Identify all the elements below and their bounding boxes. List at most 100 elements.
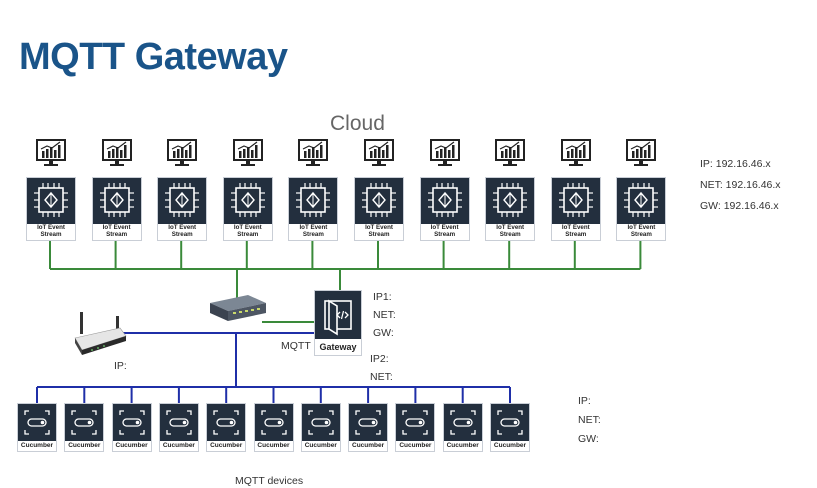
gateway-net2-label: NET:	[370, 371, 393, 383]
mqtt-device-node[interactable]: Cucumber	[490, 403, 530, 452]
sensor-icon	[254, 404, 293, 441]
network-switch-icon	[210, 295, 266, 321]
sensor-icon	[112, 404, 151, 441]
monitor-chart-icon	[560, 139, 591, 167]
monitor-chart-icon	[495, 139, 526, 167]
cloud-ip-label: IP: 192.16.46.x	[700, 158, 771, 170]
caption-line-2: Stream	[171, 231, 193, 238]
gateway-net1-label: NET:	[373, 309, 396, 321]
monitor-chart-icon	[167, 139, 198, 167]
device-caption: Cucumber	[493, 442, 527, 449]
device-caption: Cucumber	[68, 442, 101, 449]
gateway-ip1-label: IP1:	[373, 291, 392, 303]
device-caption: Cucumber	[162, 442, 195, 449]
mqtt-device-node[interactable]: Cucumber	[348, 403, 389, 452]
caption-line-1: IoT Event	[102, 224, 131, 231]
gateway-port2-info: IP2: NET:	[370, 350, 393, 386]
device-gw-label: GW:	[578, 433, 599, 445]
device-caption: Cucumber	[20, 442, 54, 449]
sensor-icon	[301, 404, 340, 441]
monitor-chart-icon	[232, 139, 263, 167]
mqtt-device-node[interactable]: Cucumber	[253, 403, 294, 452]
page-title: MQTT Gateway	[19, 36, 288, 78]
caption-line-2: Stream	[368, 231, 390, 238]
sensor-icon	[159, 404, 198, 441]
cloud-gw-label: GW: 192.16.46.x	[700, 200, 779, 212]
monitor-chart-icon	[298, 139, 329, 167]
mqtt-device-node[interactable]: Cucumber	[206, 403, 247, 452]
monitor-chart-icon	[626, 139, 657, 167]
sensor-icon	[491, 404, 529, 441]
mqtt-device-node[interactable]: Cucumber	[442, 403, 483, 452]
mqtt-device-node[interactable]: Cucumber	[300, 403, 341, 452]
iot-chip-icon	[92, 178, 141, 224]
sensor-icon	[396, 404, 435, 441]
router-ip-label: IP:	[114, 360, 127, 372]
sensor-icon	[207, 404, 246, 441]
device-caption: Cucumber	[399, 442, 432, 449]
caption-line-2: Stream	[630, 231, 652, 238]
cloud-label: Cloud	[330, 112, 385, 135]
sensor-icon	[349, 404, 388, 441]
gateway-caption: Gateway	[319, 342, 357, 352]
caption-line-2: Stream	[40, 231, 62, 238]
device-caption: Cucumber	[257, 442, 290, 449]
caption-line-1: IoT Event	[299, 224, 328, 231]
mqtt-device-node[interactable]: Cucumber	[64, 403, 105, 452]
iot-chip-icon	[158, 178, 207, 224]
mqtt-device-node[interactable]: Cucumber	[158, 403, 199, 452]
device-caption: Cucumber	[115, 442, 148, 449]
caption-line-1: IoT Event	[627, 224, 656, 231]
caption-line-2: Stream	[565, 231, 587, 238]
device-net-label: NET:	[578, 414, 601, 426]
device-network-lines	[36, 332, 511, 403]
caption-line-2: Stream	[237, 231, 259, 238]
gateway-side-label: MQTT	[281, 340, 311, 352]
gateway-gw1-label: GW:	[373, 327, 394, 339]
device-caption: Cucumber	[210, 442, 243, 449]
caption-line-1: IoT Event	[496, 224, 525, 231]
device-ip-label: IP:	[578, 395, 591, 407]
caption-line-1: IoT Event	[365, 224, 393, 231]
iot-chip-icon	[420, 178, 469, 224]
mqtt-device-node[interactable]: Cucumber	[111, 403, 152, 452]
caption-line-2: Stream	[434, 231, 456, 238]
iot-chip-icon	[355, 178, 403, 224]
cloud-network-info: IP: 192.16.46.x NET: 192.16.46.x GW: 192…	[700, 154, 781, 217]
iot-chip-icon	[223, 178, 272, 224]
caption-line-2: Stream	[106, 231, 128, 238]
mqtt-device-node[interactable]: Cucumber	[17, 403, 57, 452]
caption-line-1: IoT Event	[37, 224, 65, 231]
mqtt-device-node[interactable]: Cucumber	[395, 403, 436, 452]
iot-chip-icon	[289, 178, 338, 224]
monitor-chart-icon	[36, 139, 66, 167]
monitor-chart-icon	[429, 139, 460, 167]
mqtt-gateway-node[interactable]: Gateway	[314, 290, 362, 356]
sensor-icon	[65, 404, 104, 441]
device-caption: Cucumber	[446, 442, 479, 449]
sensor-icon	[443, 404, 482, 441]
caption-line-1: IoT Event	[168, 224, 197, 231]
wifi-router-icon	[74, 312, 127, 355]
mqtt-devices-label: MQTT devices	[235, 475, 304, 487]
